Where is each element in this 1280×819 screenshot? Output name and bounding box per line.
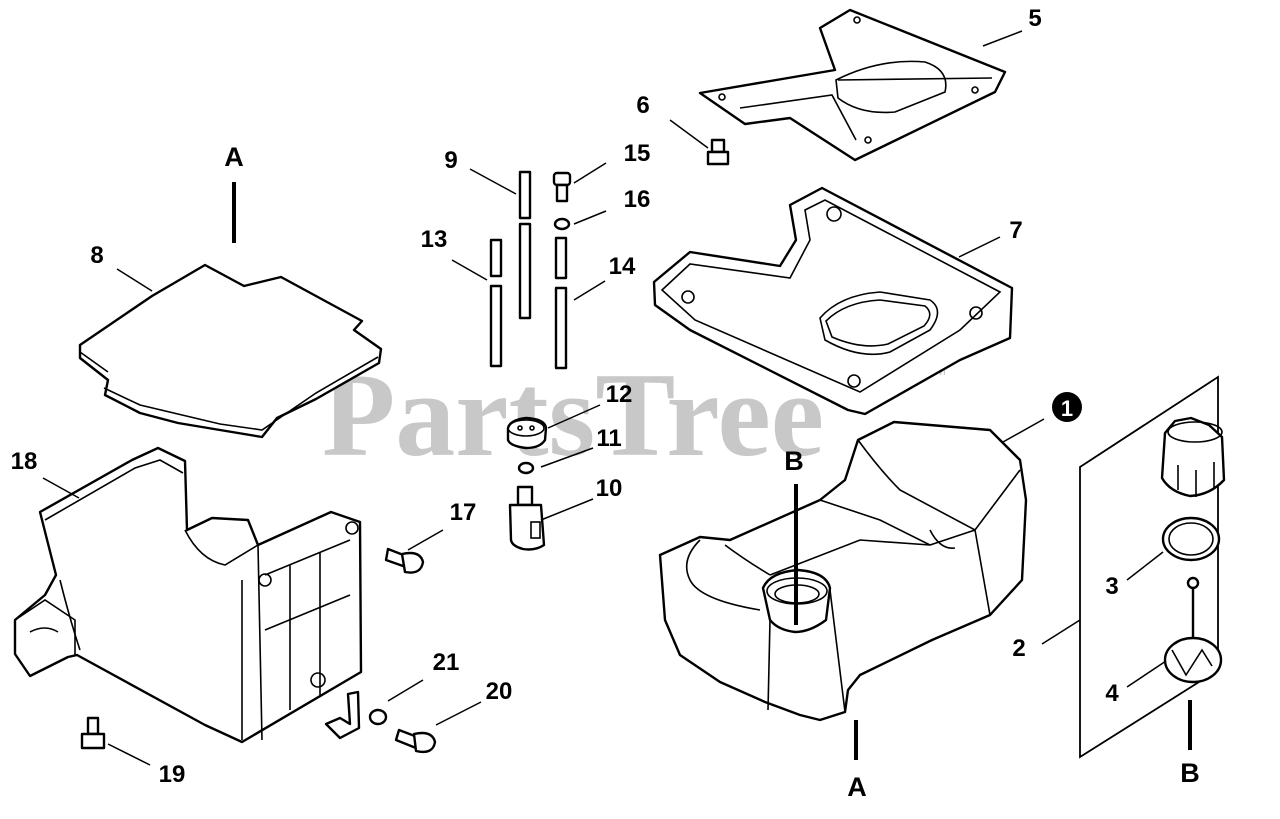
callout-2[interactable]: 2 <box>1012 635 1025 662</box>
callout-6[interactable]: 6 <box>636 92 649 119</box>
callout-20[interactable]: 20 <box>486 678 513 705</box>
part-5-plate[interactable] <box>698 8 1007 162</box>
callout-14[interactable]: 14 <box>609 253 636 280</box>
callout-3[interactable]: 3 <box>1105 573 1118 600</box>
callout-16[interactable]: 16 <box>624 186 651 213</box>
callout-1[interactable]: 1 <box>1061 396 1073 421</box>
callout-11[interactable]: 11 <box>596 425 621 452</box>
watermark-text: PartsTree <box>322 348 824 481</box>
ref-a-bottom: A <box>847 772 867 802</box>
callout-5[interactable]: 5 <box>1028 5 1041 32</box>
callout-18[interactable]: 18 <box>11 448 38 475</box>
callout-15[interactable]: 15 <box>624 140 651 167</box>
ref-b-kit: B <box>1180 758 1200 788</box>
callout-19[interactable]: 19 <box>159 761 186 788</box>
part-6-screw[interactable] <box>706 138 730 166</box>
part-9-rod[interactable] <box>518 170 532 320</box>
callout-9[interactable]: 9 <box>444 147 457 174</box>
part-7-gasket-frame[interactable] <box>652 186 1014 416</box>
callout-17[interactable]: 17 <box>450 499 477 526</box>
part-17-bolt[interactable] <box>384 547 425 574</box>
callout-12[interactable]: 12 <box>606 381 633 408</box>
part-19-screw[interactable] <box>80 716 106 750</box>
part-21-washer[interactable] <box>368 708 388 726</box>
leader-lines <box>42 30 1167 766</box>
part-18-housing[interactable] <box>13 446 363 744</box>
part-15-screw[interactable] <box>552 171 572 203</box>
callout-4[interactable]: 4 <box>1105 680 1119 707</box>
part-12-grommet[interactable] <box>506 416 548 450</box>
ref-a-top: A <box>224 142 244 172</box>
bracket-clip <box>324 690 361 740</box>
part-3-gasket-ring[interactable] <box>1161 516 1221 562</box>
part-4-strainer[interactable] <box>1163 576 1223 684</box>
callout-7[interactable]: 7 <box>1009 217 1022 244</box>
callout-1-badge <box>1052 392 1082 422</box>
ref-b-tank: B <box>784 446 804 476</box>
part-13-rod[interactable] <box>489 238 503 368</box>
part-10-fuel-filter[interactable] <box>508 485 546 551</box>
part-16-oring[interactable] <box>553 217 571 231</box>
part-11-oring[interactable] <box>517 461 535 475</box>
callout-10[interactable]: 10 <box>596 475 623 502</box>
part-8-filter-pad[interactable] <box>78 263 383 439</box>
callout-21[interactable]: 21 <box>433 649 460 676</box>
part-20-bolt[interactable] <box>394 728 437 754</box>
part-1-fuel-tank[interactable] <box>658 420 1028 722</box>
callout-8[interactable]: 8 <box>90 242 103 269</box>
callout-13[interactable]: 13 <box>421 226 448 253</box>
part-2-cap[interactable] <box>1160 416 1226 498</box>
part-14-rod[interactable] <box>554 236 568 370</box>
